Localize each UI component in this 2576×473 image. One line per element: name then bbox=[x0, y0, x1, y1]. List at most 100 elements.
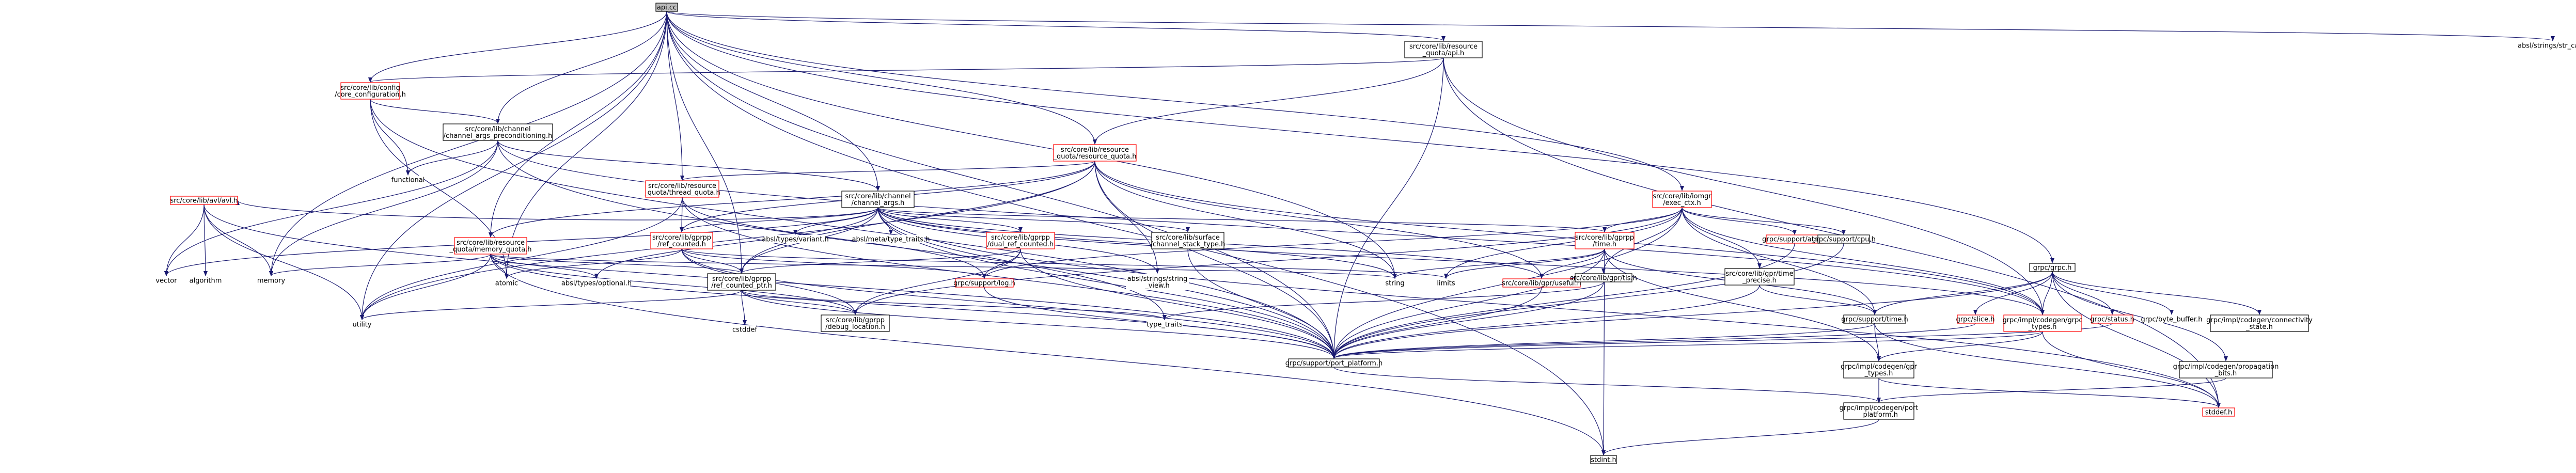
node-functional[interactable]: functional bbox=[391, 176, 425, 184]
node-label-line: /debug_location.h bbox=[825, 323, 885, 331]
node-rq_api[interactable]: src/core/lib/resource_quota/api.h bbox=[1404, 41, 1483, 58]
node-box bbox=[496, 279, 517, 287]
node-vector[interactable]: vector bbox=[155, 276, 177, 285]
node-box bbox=[650, 232, 713, 249]
node-root[interactable]: api.cc bbox=[655, 3, 678, 12]
node-byte_buffer[interactable]: grpc/byte_buffer.h bbox=[2141, 315, 2203, 324]
edge-iomgr_exec_ctx-to-grpc_types bbox=[1682, 207, 2045, 315]
node-limits[interactable]: limits bbox=[1436, 279, 1456, 288]
node-atomic[interactable]: atomic bbox=[495, 279, 518, 288]
node-port_platform[interactable]: grpc/support/port_platform.h bbox=[1285, 358, 1383, 368]
node-iomgr_exec_ctx[interactable]: src/core/lib/iomgr/exec_ctx.h bbox=[1652, 191, 1712, 208]
node-label-line: grpc/byte_buffer.h bbox=[2141, 316, 2203, 324]
node-label-line: stddef.h bbox=[2205, 409, 2232, 417]
edge-root-to-stdint bbox=[666, 11, 1606, 455]
node-ref_counted[interactable]: src/core/lib/gprpp/ref_counted.h bbox=[650, 232, 713, 249]
node-algorithm[interactable]: algorithm bbox=[190, 276, 222, 285]
node-core_config[interactable]: src/core/lib/config/core_configuration.h bbox=[335, 82, 406, 100]
node-label-line: src/core/lib/channel bbox=[465, 125, 530, 133]
edge-gpr_types-to-stddef bbox=[1878, 377, 2221, 408]
edge-rq_resource_quota-to-gpr_useful bbox=[1094, 161, 1544, 279]
node-rq_resource_quota[interactable]: src/core/lib/resource_quota/resource_quo… bbox=[1053, 144, 1137, 162]
edge-grpc_h-to-grpc_types bbox=[2040, 271, 2053, 315]
node-stddef[interactable]: stddef.h bbox=[2202, 407, 2235, 417]
node-surface_stack_type[interactable]: src/core/lib/surface/channel_stack_type.… bbox=[1151, 232, 1226, 249]
node-label-line: /ref_counted.h bbox=[657, 241, 706, 248]
node-label-line: src/core/lib/channel bbox=[845, 193, 910, 200]
node-gprpp_time[interactable]: src/core/lib/gprpp/time.h bbox=[1575, 232, 1635, 249]
edge-chan_args_pre-to-chan_args bbox=[497, 140, 880, 191]
node-gpr_tls[interactable]: src/core/lib/gpr/tls.h bbox=[1570, 273, 1637, 282]
node-slice[interactable]: grpc/slice.h bbox=[1956, 314, 1995, 324]
node-cstddef[interactable]: cstddef bbox=[732, 325, 758, 334]
node-label-line: stdint.h bbox=[1591, 456, 1616, 464]
node-label-line: src/core/lib/iomgr bbox=[1653, 193, 1711, 200]
edge-chan_args-to-port_platform bbox=[877, 207, 1336, 359]
node-grpc_types[interactable]: grpc/impl/codegen/grpc_types.h bbox=[2002, 314, 2083, 332]
node-label-line: absl/strings/str_cat.h bbox=[2518, 42, 2576, 50]
node-stdint[interactable]: stdint.h bbox=[1590, 455, 1617, 464]
edge-root-to-chan_args bbox=[666, 11, 880, 191]
edge-chan_args-to-ref_counted bbox=[680, 207, 878, 232]
edge-memory_quota-to-stdint bbox=[490, 254, 1606, 455]
node-memory_quota[interactable]: src/core/lib/resource_quota/memory_quota… bbox=[449, 237, 532, 255]
edge-grpc_h-to-connectivity_state bbox=[2052, 271, 2261, 315]
node-box bbox=[1404, 41, 1483, 58]
node-status[interactable]: grpc/status.h bbox=[2090, 314, 2134, 324]
node-label-line: grpc/support/port_platform.h bbox=[1285, 360, 1383, 368]
node-gpr_useful[interactable]: src/core/lib/gpr/useful.h bbox=[1502, 278, 1581, 288]
node-string_view[interactable]: absl/strings/string_view.h bbox=[1126, 274, 1189, 290]
node-box bbox=[733, 325, 756, 334]
node-box bbox=[1146, 320, 1183, 328]
node-box bbox=[764, 235, 826, 243]
node-thread_quota[interactable]: src/core/lib/resource_quota/thread_quota… bbox=[643, 180, 720, 198]
node-propagation_bits[interactable]: grpc/impl/codegen/propagation_bits.h bbox=[2173, 361, 2279, 379]
node-label-line: algorithm bbox=[190, 277, 222, 285]
node-gpr_types[interactable]: grpc/impl/codegen/gpr_types.h bbox=[1841, 361, 1918, 379]
node-gprpp_time_precise[interactable]: src/core/lib/gpr/time_precise.h bbox=[1724, 268, 1795, 286]
node-grpc_h[interactable]: grpc/grpc.h bbox=[2029, 263, 2076, 272]
node-codegen_port_platform[interactable]: grpc/impl/codegen/port_platform.h bbox=[1840, 402, 1919, 420]
node-meta_type_traits[interactable]: absl/meta/type_traits.h bbox=[852, 235, 930, 244]
edge-avl-to-memory bbox=[203, 204, 273, 276]
node-absl_str_cat[interactable]: absl/strings/str_cat.h bbox=[2518, 41, 2576, 50]
node-types_optional[interactable]: absl/types/optional.h bbox=[561, 279, 632, 288]
node-connectivity_state[interactable]: grpc/impl/codegen/connectivity_state.h bbox=[2206, 314, 2313, 332]
node-box bbox=[563, 279, 630, 287]
edge-root-to-atomic bbox=[505, 11, 667, 279]
node-label-line: src/core/lib/resource bbox=[1409, 43, 1478, 51]
edge-thread_quota-to-sup_log bbox=[682, 197, 986, 279]
edge-sup_atm-to-port_platform bbox=[1332, 243, 1795, 359]
node-types_variant[interactable]: absl/types/variant.h bbox=[762, 235, 829, 244]
node-debug_location[interactable]: src/core/lib/gprpp/debug_location.h bbox=[821, 314, 890, 332]
node-utility[interactable]: utility bbox=[351, 320, 373, 329]
node-string[interactable]: string bbox=[1384, 279, 1406, 288]
node-memory[interactable]: memory bbox=[257, 276, 286, 285]
node-label-line: grpc/status.h bbox=[2090, 316, 2134, 324]
node-avl[interactable]: src/core/lib/avl/avl.h bbox=[170, 196, 238, 205]
edge-root-to-string bbox=[666, 11, 1397, 279]
node-label-line: /core_configuration.h bbox=[335, 91, 406, 99]
node-chan_args[interactable]: src/core/lib/channel/channel_args.h bbox=[841, 191, 915, 208]
node-box bbox=[454, 237, 527, 255]
node-label-line: functional bbox=[391, 177, 425, 184]
edge-gpr_tls-to-port_platform bbox=[1332, 281, 1604, 359]
node-label-line: src/core/lib/gprpp bbox=[652, 234, 711, 242]
node-label-line: /ref_counted_ptr.h bbox=[711, 282, 772, 290]
node-sup_log[interactable]: grpc/support/log.h bbox=[953, 278, 1015, 288]
edge-slice-to-port_platform bbox=[1332, 323, 1976, 359]
node-ref_counted_ptr[interactable]: src/core/lib/gprpp/ref_counted_ptr.h bbox=[707, 273, 776, 291]
node-chan_args_pre[interactable]: src/core/lib/channel/channel_args_precon… bbox=[443, 123, 553, 141]
edge-gprpp_time-to-gpr_useful bbox=[1540, 248, 1605, 279]
edge-grpc_h-to-status bbox=[2052, 271, 2114, 315]
node-sup_time[interactable]: grpc/support/time.h bbox=[1841, 314, 1908, 324]
node-sup_cpu[interactable]: grpc/support/cpu.h bbox=[1812, 234, 1876, 244]
node-box bbox=[2003, 314, 2082, 332]
node-box bbox=[821, 314, 890, 332]
node-type_traits[interactable]: type_traits bbox=[1146, 320, 1183, 329]
node-box bbox=[392, 176, 423, 184]
edge-chan_args-to-dual_ref_counted bbox=[877, 207, 1023, 232]
edge-iomgr_exec_ctx-to-limits bbox=[1444, 207, 1683, 279]
node-dual_ref_counted[interactable]: src/core/lib/gprpp/dual_ref_counted.h bbox=[986, 232, 1055, 249]
